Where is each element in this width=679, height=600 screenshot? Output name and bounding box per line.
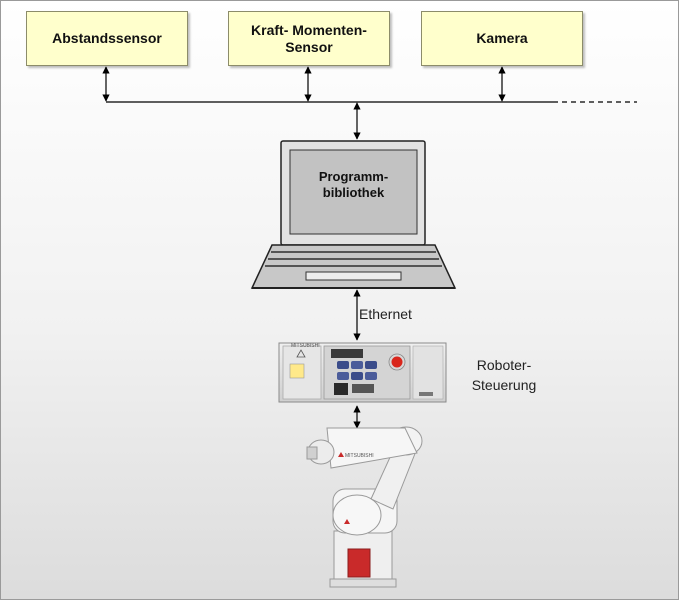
sensor-box-kraft-momenten-sensor: Kraft- Momenten- Sensor: [228, 11, 390, 66]
sensor-box-abstandssensor: Abstandssensor: [26, 11, 188, 66]
robot-arm: [306, 426, 423, 588]
laptop: [250, 140, 457, 289]
sensor-box-kamera: Kamera: [421, 11, 583, 66]
ethernet-label: Ethernet: [359, 306, 412, 322]
controller-brand-logo: MITSUBISHI: [291, 343, 320, 349]
sensor-label: Abstandssensor: [52, 30, 162, 46]
robot-brand-logo: MITSUBISHI: [345, 453, 374, 459]
robot-controller: [278, 342, 447, 403]
sensor-label: Kamera: [476, 30, 528, 46]
sensor-label: Kraft- Momenten- Sensor: [251, 21, 367, 55]
laptop-screen-text: Programm- bibliothek: [318, 169, 389, 200]
controller-label: Roboter- Steuerung: [471, 357, 537, 393]
